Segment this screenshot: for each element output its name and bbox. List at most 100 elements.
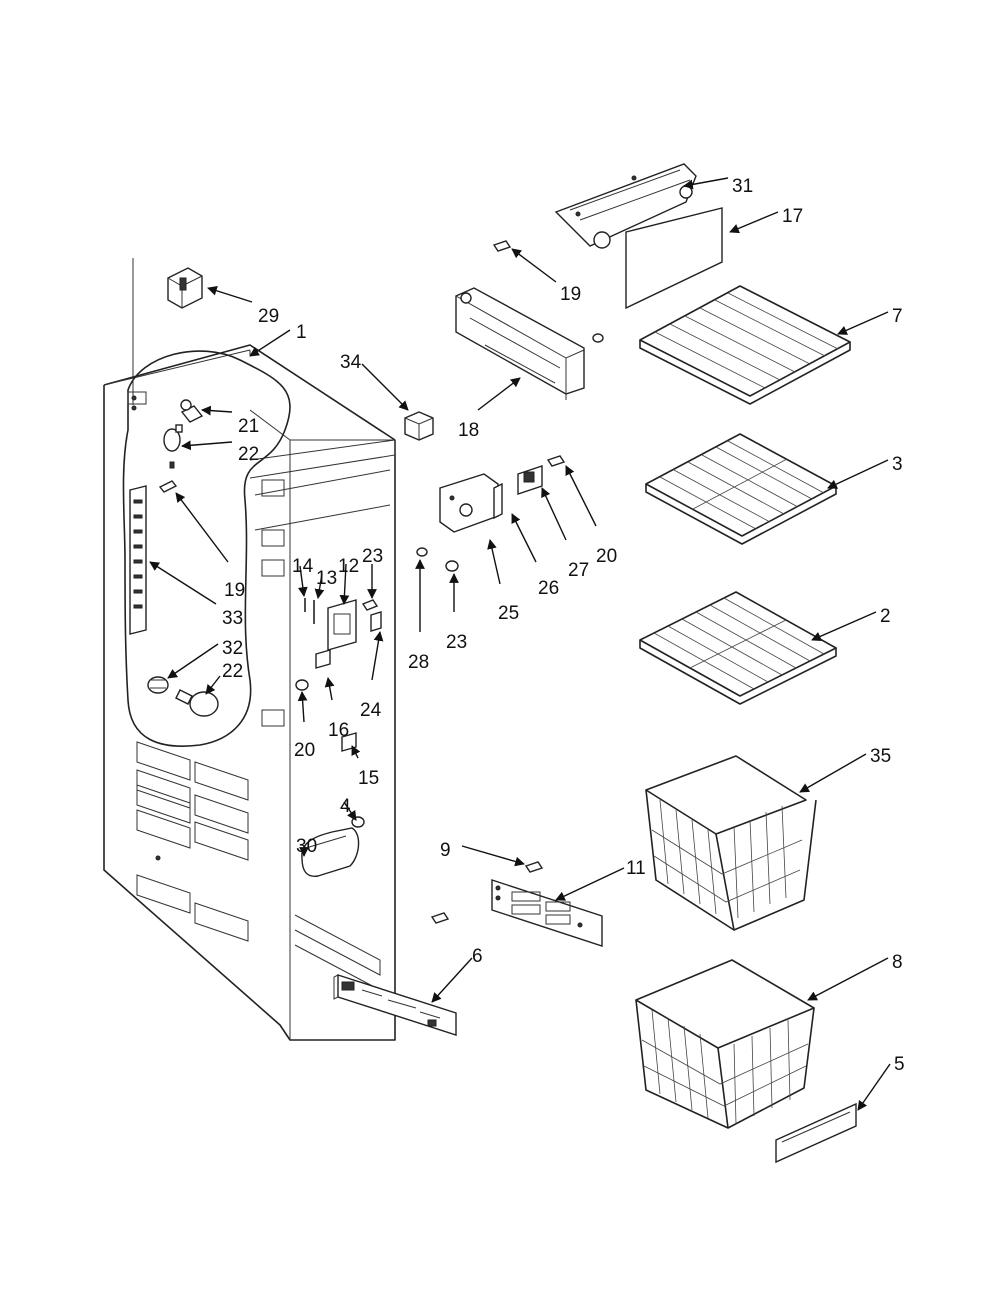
wire-shelf-part-3 (645, 433, 837, 545)
leader-line-8 (807, 957, 889, 1001)
callout-26: 26 (538, 578, 559, 599)
basket-front-part-5 (775, 1102, 857, 1164)
leader-line-3 (827, 459, 889, 489)
wire-basket-part-8 (635, 959, 815, 1129)
leader-line-33 (149, 561, 217, 605)
leader-line-35 (799, 753, 867, 793)
leader-line-13 (314, 573, 325, 599)
callout-24: 24 (360, 700, 382, 721)
callout-20b: 20 (596, 546, 617, 567)
callout-2: 2 (880, 606, 891, 627)
control-panel-part-11 (491, 879, 603, 947)
leader-line-22a (181, 440, 233, 451)
clip-part-34 (404, 411, 434, 441)
leader-line-20a (297, 691, 308, 723)
switch-part-12 (327, 599, 357, 651)
freezer-liner-part-1 (103, 344, 396, 1041)
leader-line-18 (477, 377, 521, 411)
screw-part-19-top (492, 240, 512, 252)
leader-line-14 (297, 565, 308, 597)
callout-14: 14 (292, 556, 314, 577)
clip-part-27 (517, 465, 543, 495)
wire-basket-part-35 (645, 755, 817, 931)
leader-line-22b (205, 675, 221, 695)
callout-32: 32 (222, 638, 243, 659)
screw-part-9-lower (430, 912, 450, 924)
callout-11: 11 (626, 858, 646, 879)
callout-21: 21 (238, 416, 259, 437)
callout-6: 6 (472, 946, 483, 967)
callout-30: 30 (296, 836, 317, 857)
leader-line-12 (339, 563, 350, 605)
callout-8: 8 (892, 952, 903, 973)
leader-line-17 (729, 211, 779, 234)
leader-line-15 (351, 745, 361, 759)
spacer-part-26 (493, 482, 503, 520)
hinge-bracket-part-25 (439, 473, 499, 533)
screw-part-20-left (295, 679, 309, 691)
callout-19b: 19 (224, 580, 245, 601)
cover-part-17 (625, 207, 723, 310)
callout-9: 9 (440, 840, 451, 861)
screw-part-23-right (445, 560, 459, 572)
callout-labels: 1234567891112131415161718191920202122222… (149, 176, 905, 1111)
screw-part-23-left (361, 599, 379, 611)
light-socket-part-21 (180, 399, 204, 423)
light-bulb-part-22-top (163, 424, 183, 452)
callout-4: 4 (340, 796, 351, 817)
callout-31: 31 (732, 176, 753, 197)
shelf-rail-part-33 (129, 485, 147, 635)
light-socket-part-32 (147, 676, 169, 694)
leader-line-25 (487, 539, 501, 585)
bracket-part-24 (370, 611, 382, 632)
light-bulb-part-22-bottom (175, 689, 219, 717)
callout-1: 1 (296, 322, 307, 343)
callout-19a: 19 (560, 284, 581, 305)
wire-shelf-part-7 (639, 285, 851, 405)
callout-17: 17 (782, 206, 803, 227)
callout-16: 16 (328, 720, 349, 741)
screw-part-20-right (546, 455, 566, 467)
bracket-part-18 (455, 287, 585, 400)
duct-cover-part-30 (301, 827, 360, 877)
callout-7: 7 (892, 306, 903, 327)
callout-22b: 22 (222, 661, 243, 682)
leader-line-1 (249, 329, 291, 357)
leader-line-32 (167, 643, 219, 679)
leader-line-29 (207, 286, 253, 303)
callout-25: 25 (498, 603, 519, 624)
leader-line-6 (431, 957, 473, 1003)
screw-part-9-upper (524, 861, 544, 873)
callout-3: 3 (892, 454, 903, 475)
callout-33: 33 (222, 608, 243, 629)
hinge-cover-part-29 (132, 258, 203, 405)
leader-line-11 (555, 867, 625, 901)
callout-12: 12 (338, 556, 359, 577)
leader-line-27 (541, 487, 567, 541)
bracket-part-16 (315, 649, 331, 669)
callout-13: 13 (316, 568, 337, 589)
leader-line-2 (811, 611, 877, 641)
callout-23a: 23 (362, 546, 383, 567)
leader-line-31 (683, 177, 729, 190)
screw-part-4 (351, 816, 365, 828)
control-housing-part-6 (333, 974, 457, 1036)
callout-5: 5 (894, 1054, 905, 1075)
leader-line-24 (371, 631, 384, 681)
leader-line-34 (361, 363, 409, 411)
leader-line-9 (461, 845, 525, 867)
callout-15: 15 (358, 768, 379, 789)
callout-29: 29 (258, 306, 279, 327)
hinge-part-31 (554, 163, 697, 249)
leader-line-21 (201, 405, 233, 416)
callout-18: 18 (458, 420, 479, 441)
leader-line-5 (857, 1063, 891, 1111)
leader-line-19b (175, 492, 229, 563)
screw-part-28 (416, 547, 428, 557)
leader-line-4 (343, 801, 357, 821)
callout-34: 34 (340, 352, 362, 373)
screw-part-19-top-right (592, 333, 604, 343)
leader-line-26 (511, 513, 537, 563)
callout-22a: 22 (238, 444, 259, 465)
